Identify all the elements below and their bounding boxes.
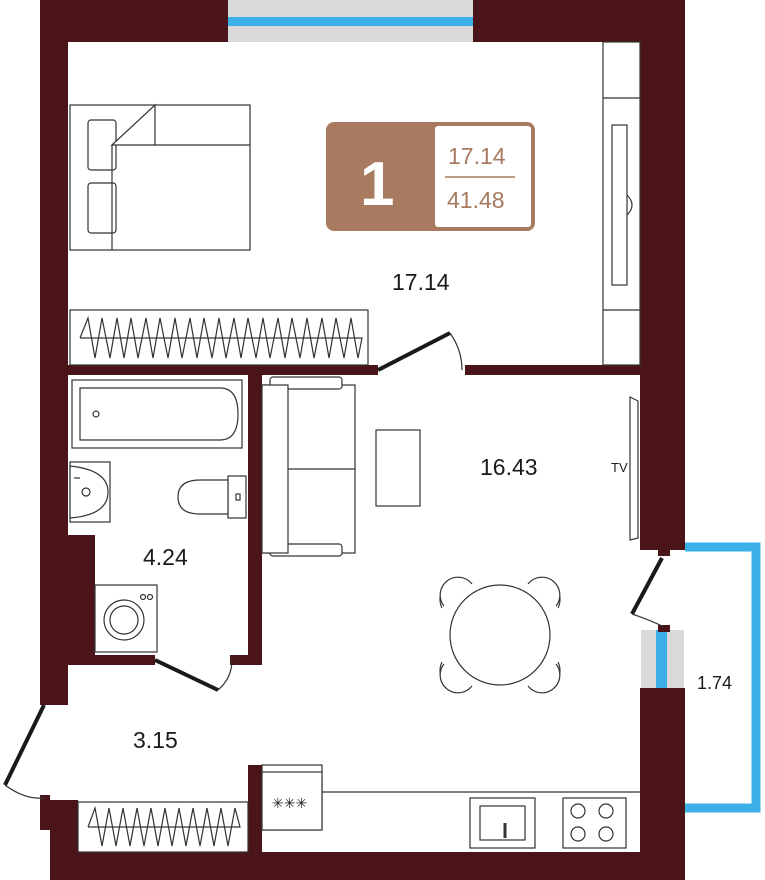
sofa [261, 376, 356, 557]
badge-total-area: 41.48 [447, 187, 505, 213]
area-balcony: 1.74 [697, 673, 732, 693]
wardrobe-hallway [77, 801, 249, 853]
tv-stand: TV [611, 396, 639, 541]
washing-machine [94, 584, 158, 653]
toilet [177, 475, 247, 519]
apartment-badge: 1 17.14 41.48 [326, 122, 535, 231]
badge-living-area: 17.14 [448, 143, 506, 169]
bathtub [71, 379, 243, 449]
badge-room-count: 1 [360, 150, 394, 219]
doors [3, 331, 665, 799]
dining-table [439, 576, 561, 694]
tv-label: TV [611, 460, 628, 475]
window-balcony [641, 630, 684, 688]
walls [40, 0, 685, 880]
closet-right [602, 41, 641, 366]
stove-burners-icon: ✳✳✳ [272, 795, 307, 811]
balcony-outline [685, 542, 761, 813]
kitchen-counter: ✳✳✳ [261, 764, 640, 849]
wardrobe-bedroom [69, 309, 369, 366]
window-top [228, 0, 473, 42]
coffee-table [375, 429, 421, 507]
bed [69, 103, 251, 251]
area-bathroom: 4.24 [143, 544, 188, 570]
area-bedroom: 17.14 [392, 269, 450, 295]
area-living-kitchen: 16.43 [480, 454, 538, 480]
area-hallway: 3.15 [133, 727, 178, 753]
sink [69, 461, 111, 523]
